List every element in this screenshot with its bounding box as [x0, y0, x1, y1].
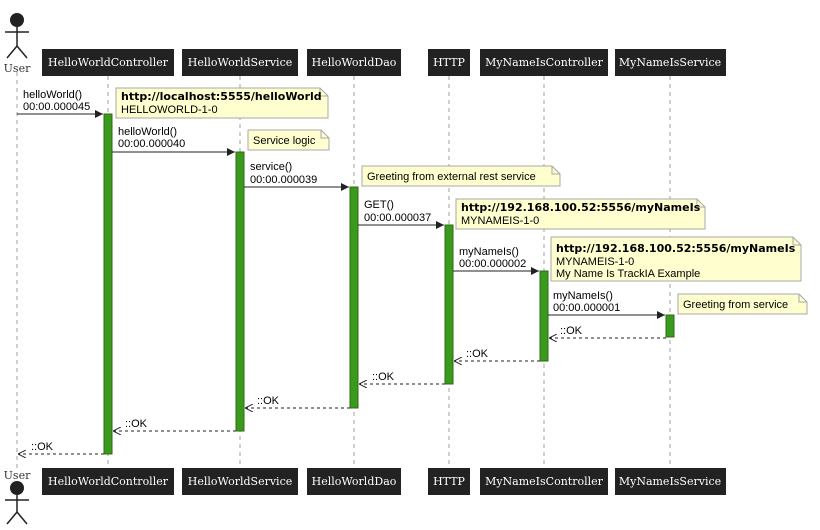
participant-label: HTTP — [433, 56, 465, 69]
message-mynameis-service-call: myNameIs() 00:00.000001 — [548, 290, 665, 319]
message-label: myNameIs() — [459, 246, 519, 258]
participant-http: HTTP — [428, 49, 470, 76]
activation-helloworldcontroller — [103, 113, 113, 455]
note-mynameis-url-controller: http://192.168.100.52:5556/myNameIs MYNA… — [550, 236, 802, 282]
activation-helloworlddao — [349, 186, 359, 409]
activation-helloworldservice — [235, 151, 245, 432]
note-line: My Name Is TrackIA Example — [556, 268, 700, 280]
note-line: Greeting from external rest service — [367, 171, 536, 183]
message-duration: 00:00.000045 — [23, 101, 90, 113]
participant-helloworldservice: HelloWorldService — [182, 468, 298, 495]
note-line: Service logic — [253, 135, 316, 147]
participant-label: MyNameIsController — [485, 475, 604, 488]
message-return-helloworlddao: ::OK — [245, 395, 350, 408]
message-duration: 00:00.000040 — [118, 138, 185, 150]
participant-label: MyNameIsController — [485, 56, 604, 69]
message-duration: 00:00.000002 — [459, 258, 526, 270]
note-line: MYNAMEIS-1-0 — [461, 215, 539, 227]
participant-label: MyNameIsService — [619, 475, 721, 488]
note-helloworld-url: http://localhost:5555/helloWorld HELLOWO… — [115, 87, 329, 119]
actor-user-bottom: User — [4, 469, 31, 525]
message-return-helloworldcontroller: ::OK — [18, 441, 104, 454]
participant-mynameisservice: MyNameIsService — [615, 468, 726, 495]
note-mynameis-url-http: http://192.168.100.52:5556/myNameIs MYNA… — [455, 198, 706, 230]
note-url: http://192.168.100.52:5556/myNameIs — [461, 201, 701, 214]
participant-label: HTTP — [433, 475, 465, 488]
activation-mynameiscontroller — [539, 270, 549, 362]
participant-label: HelloWorldController — [48, 56, 169, 69]
message-label: GET() — [364, 199, 394, 211]
participants-top: HelloWorldController HelloWorldService H… — [42, 49, 726, 76]
actor-label: User — [4, 62, 31, 75]
message-helloworld-call: helloWorld() 00:00.000045 — [17, 89, 103, 118]
participant-helloworldcontroller: HelloWorldController — [42, 49, 174, 76]
message-service-call: service() 00:00.000039 — [244, 161, 349, 191]
actor-user-top: User — [4, 13, 31, 75]
return-label: ::OK — [31, 441, 54, 453]
actor-head-icon — [10, 481, 24, 495]
message-label: helloWorld() — [23, 89, 82, 101]
participant-label: HelloWorldController — [48, 475, 169, 488]
participant-http: HTTP — [428, 468, 470, 495]
participant-helloworldcontroller: HelloWorldController — [42, 468, 174, 495]
note-url: http://192.168.100.52:5556/myNameIs — [556, 242, 796, 255]
note-url: http://localhost:5555/helloWorld — [121, 90, 322, 103]
message-return-mynameiscontroller: ::OK — [454, 348, 540, 361]
note-line: HELLOWORLD-1-0 — [121, 104, 218, 116]
note-line: Greeting from service — [683, 299, 788, 311]
actor-leg-left-icon — [6, 45, 18, 59]
message-duration: 00:00.000001 — [553, 302, 620, 314]
return-label: ::OK — [560, 325, 583, 337]
participant-helloworlddao: HelloWorldDao — [307, 49, 401, 76]
participant-label: HelloWorldService — [188, 56, 292, 69]
participant-label: HelloWorldDao — [312, 475, 397, 488]
message-helloworld-service-call: helloWorld() 00:00.000040 — [112, 126, 235, 156]
note-greeting-service: Greeting from service — [677, 293, 808, 315]
message-mynameis-call: myNameIs() 00:00.000002 — [453, 246, 539, 275]
participant-label: HelloWorldDao — [312, 56, 397, 69]
actor-leg-right-icon — [16, 45, 28, 59]
message-label: helloWorld() — [118, 126, 177, 138]
notes: http://localhost:5555/helloWorld HELLOWO… — [115, 87, 808, 315]
activations — [103, 113, 675, 455]
message-label: myNameIs() — [553, 290, 613, 302]
activation-mynameisservice — [665, 314, 675, 338]
note-greeting-external: Greeting from external rest service — [361, 165, 561, 187]
message-return-mynameisservice: ::OK — [549, 325, 666, 338]
participant-label: MyNameIsService — [619, 56, 721, 69]
return-label: ::OK — [125, 418, 148, 430]
message-return-helloworldservice: ::OK — [113, 418, 236, 431]
participant-mynameiscontroller: MyNameIsController — [480, 468, 608, 495]
participant-helloworlddao: HelloWorldDao — [307, 468, 401, 495]
actor-leg-right-icon — [16, 511, 28, 525]
message-duration: 00:00.000037 — [364, 212, 431, 224]
message-label: service() — [250, 161, 292, 173]
return-label: ::OK — [257, 395, 280, 407]
note-line: MYNAMEIS-1-0 — [556, 256, 634, 268]
actor-label: User — [4, 469, 31, 482]
return-label: ::OK — [466, 348, 489, 360]
message-get-call: GET() 00:00.000037 — [358, 199, 444, 229]
participant-label: HelloWorldService — [188, 475, 292, 488]
activation-http — [444, 224, 454, 385]
participants-bottom: HelloWorldController HelloWorldService H… — [42, 468, 726, 495]
note-service-logic: Service logic — [247, 129, 330, 151]
return-label: ::OK — [372, 371, 395, 383]
actor-head-icon — [10, 13, 24, 27]
message-return-http: ::OK — [359, 371, 445, 384]
participant-helloworldservice: HelloWorldService — [182, 49, 298, 76]
actor-leg-left-icon — [6, 511, 18, 525]
message-duration: 00:00.000039 — [250, 174, 317, 186]
messages: helloWorld() 00:00.000045 helloWorld() 0… — [17, 89, 666, 454]
participant-mynameisservice: MyNameIsService — [615, 49, 726, 76]
participant-mynameiscontroller: MyNameIsController — [480, 49, 608, 76]
